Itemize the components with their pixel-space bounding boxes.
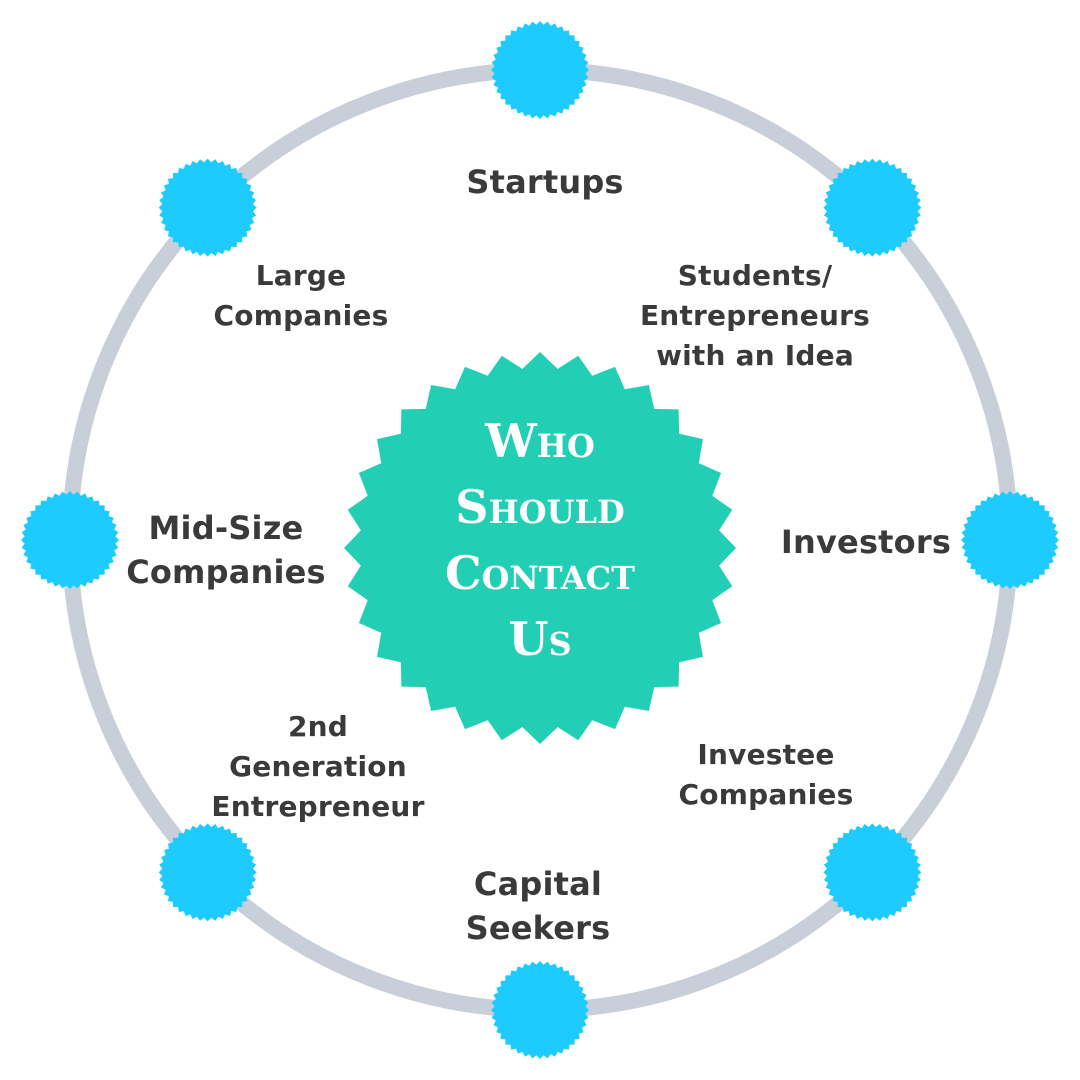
label-students-entrepreneurs: Students/ Entrepreneurs with an Idea	[639, 259, 871, 372]
label-investee-companies: Investee Companies	[678, 738, 854, 811]
ring-nodes	[21, 21, 1059, 1059]
ring-node-top-right	[823, 158, 922, 257]
ring-node-left	[21, 491, 119, 589]
ring-node-top	[491, 21, 589, 119]
ring-node-bottom-right	[823, 823, 922, 922]
center-title: Who Should Contact Us	[445, 414, 635, 666]
ring-node-bottom	[491, 961, 589, 1059]
ring-node-bottom-left	[158, 823, 257, 922]
label-large-companies: Large Companies	[213, 259, 389, 332]
label-capital-seekers: Capital Seekers	[465, 865, 611, 947]
label-investors: Investors	[780, 523, 952, 561]
label-startups: Startups	[466, 163, 624, 201]
ring-node-top-left	[158, 158, 257, 257]
label-mid-size-companies: Mid-Size Companies	[126, 509, 326, 591]
label-2nd-generation-entrepreneur: 2nd Generation Entrepreneur	[211, 710, 425, 823]
ring-node-right	[961, 491, 1059, 589]
center-badge	[344, 352, 736, 744]
